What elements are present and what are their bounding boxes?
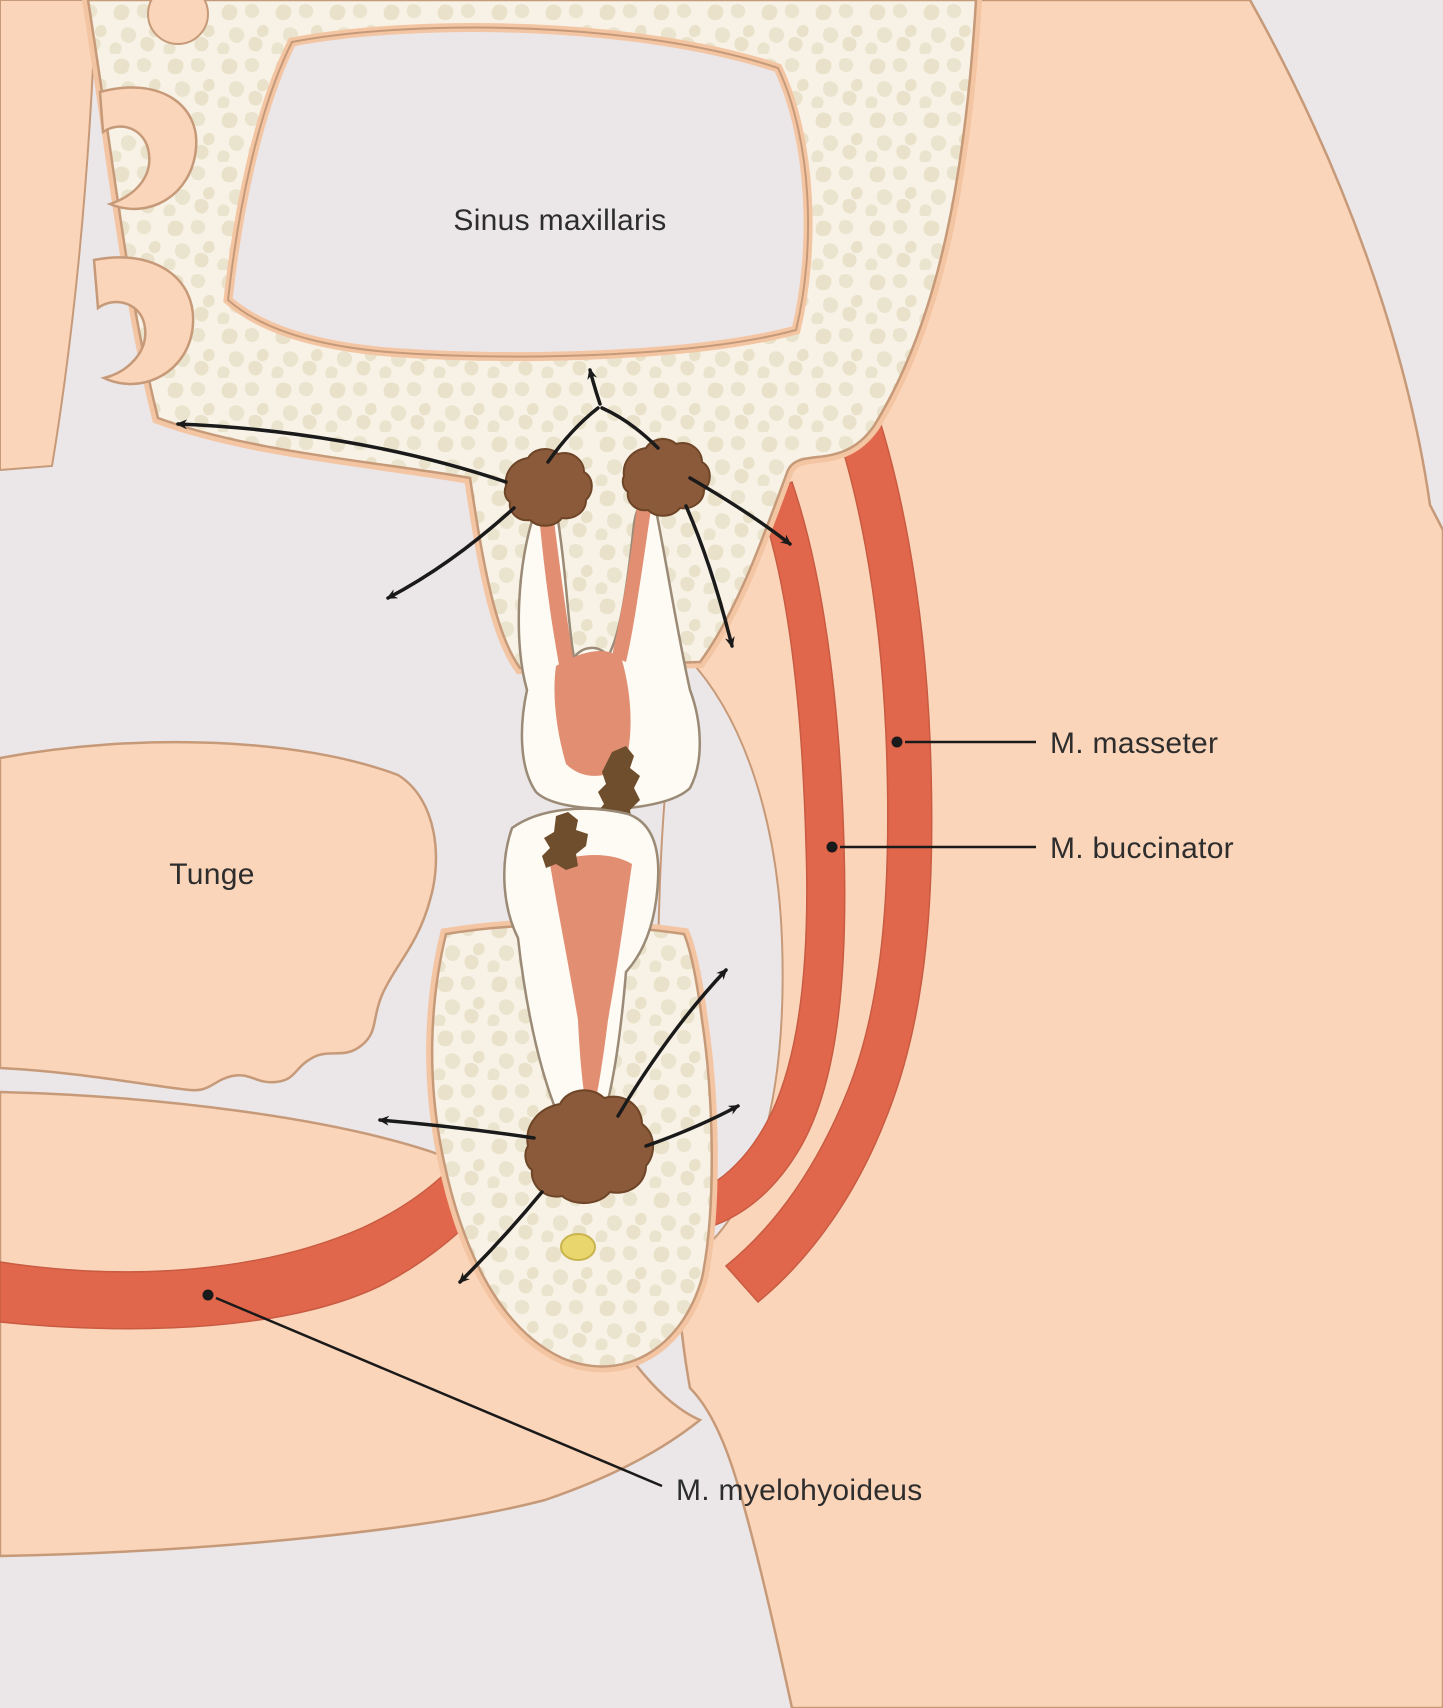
arrow-upper-buccal-low <box>684 504 735 648</box>
arrow-lower-submandibular <box>458 1190 544 1284</box>
tongue <box>0 740 438 1092</box>
arrow-lower-buccal-low <box>644 1104 740 1148</box>
arrow-branch-left <box>546 406 600 464</box>
label-buccinator: M. buccinator <box>1050 832 1234 865</box>
nasal-concha-lower <box>92 256 195 386</box>
upper-molar-pulp-canal-left <box>539 512 574 670</box>
abscess-upper-right <box>621 438 711 517</box>
upper-caries-lesion <box>596 746 640 828</box>
leader-lines <box>215 740 1036 1488</box>
arrow-lower-lingual <box>378 1115 536 1140</box>
lower-caries-lesion <box>542 812 588 870</box>
mandibular-canal <box>560 1233 596 1261</box>
arrow-upper-palatal <box>386 506 516 600</box>
label-mylohyoideus: M. myelohyoideus <box>676 1474 923 1507</box>
nasal-concha-top <box>147 0 209 45</box>
arrow-lower-buccal-high <box>616 968 728 1118</box>
abscess-lower <box>524 1089 654 1204</box>
label-sinus-maxillaris: Sinus maxillaris <box>453 204 666 237</box>
buccinator-leader-dot <box>826 841 838 853</box>
nasal-concha-upper <box>98 86 198 210</box>
floor-of-mouth-flesh <box>0 1090 703 1558</box>
label-masseter: M. masseter <box>1050 727 1218 760</box>
upper-molar-pulp-chamber <box>554 650 631 776</box>
arrow-to-nasal <box>176 419 508 484</box>
arrow-to-sinus <box>587 368 602 406</box>
label-tunge: Tunge <box>169 858 254 891</box>
infection-spread-arrows <box>176 368 792 1284</box>
sinus-cavity <box>223 23 813 362</box>
masseter-muscle <box>724 372 933 1304</box>
sinus-cavity-outline <box>226 26 810 358</box>
arrow-branch-right <box>600 406 660 450</box>
arrow-upper-buccal-high <box>688 476 792 546</box>
masseter-leader-dot <box>891 736 903 748</box>
lower-molar-pulp <box>550 855 632 1122</box>
upper-molar-pulp-canal-right <box>612 506 651 662</box>
mylohyoid-leader-dot <box>202 1289 214 1301</box>
mylohyoid-leader-line <box>215 1296 663 1488</box>
